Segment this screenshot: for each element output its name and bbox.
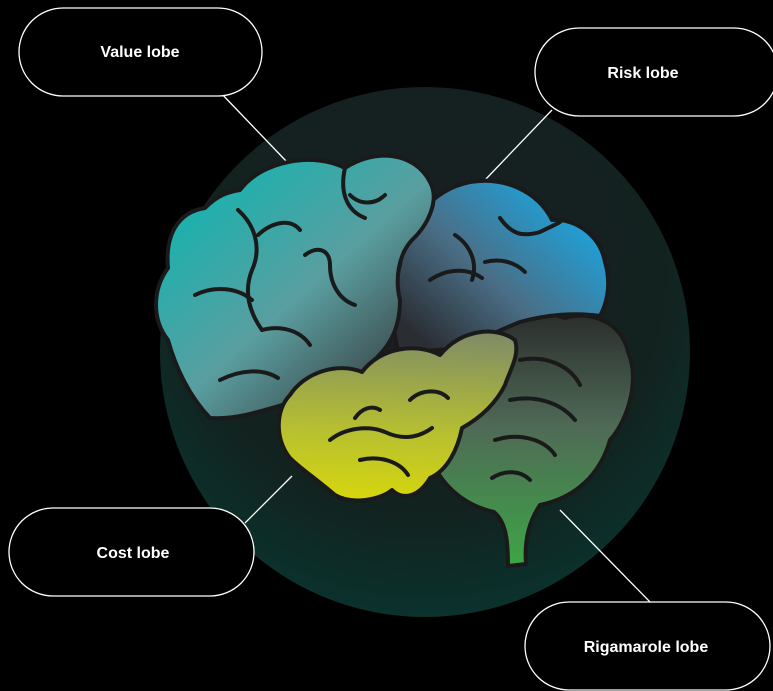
risk-lobe-label: Risk lobe <box>607 65 678 82</box>
rigamarole-lobe-label: Rigamarole lobe <box>584 639 709 656</box>
risk-lobe-pill <box>534 27 773 117</box>
connector-lines <box>217 89 653 605</box>
cost-connector <box>244 475 293 524</box>
label-value-lobe: Value lobe <box>18 7 263 97</box>
brain-illustration <box>154 153 635 568</box>
rigamarole-connector <box>559 509 653 605</box>
label-cost-lobe: Cost lobe <box>8 507 255 597</box>
cost-lobe-shape <box>276 329 519 503</box>
risk-connector <box>484 109 553 181</box>
label-rigamarole-lobe: Rigamarole lobe <box>524 601 771 691</box>
cost-lobe-label: Cost lobe <box>97 545 170 562</box>
rigamarole-lobe-pill <box>524 601 771 691</box>
value-lobe-pill <box>18 7 263 97</box>
value-lobe-label: Value lobe <box>100 44 179 61</box>
label-risk-lobe: Risk lobe <box>534 27 773 117</box>
cost-lobe-pill <box>8 507 255 597</box>
value-connector <box>217 89 288 163</box>
